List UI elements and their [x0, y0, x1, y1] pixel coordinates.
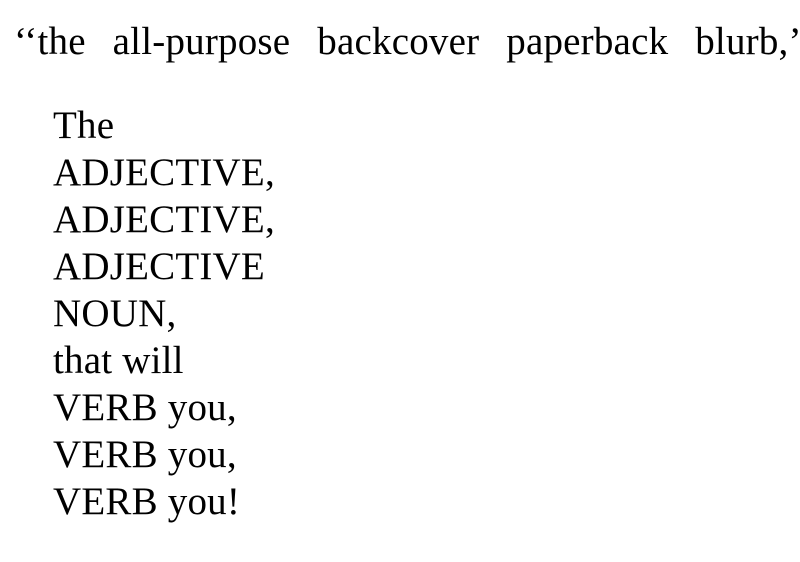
- blurb-line-adjective-3: ADJECTIVE: [53, 245, 265, 288]
- blurb-body: The ADJECTIVE, ADJECTIVE, ADJECTIVE NOUN…: [53, 102, 275, 525]
- blurb-line-noun: NOUN,: [53, 292, 177, 335]
- blurb-line-verb-3: VERB you!: [53, 480, 241, 523]
- blurb-line-that-will: that will: [53, 339, 184, 382]
- blurb-line-adjective-2: ADJECTIVE,: [53, 198, 275, 241]
- blurb-line-verb-1: VERB you,: [53, 386, 237, 429]
- blurb-line-adjective-1: ADJECTIVE,: [53, 151, 275, 194]
- blurb-line-the: The: [53, 104, 115, 147]
- blurb-title: ‘‘the all-purpose backcover paperback bl…: [14, 20, 800, 63]
- blurb-line-verb-2: VERB you,: [53, 433, 237, 476]
